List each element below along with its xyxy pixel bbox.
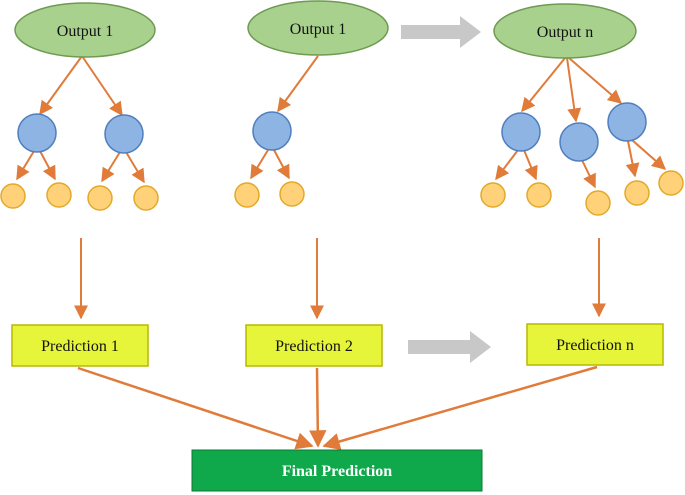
tree-2-edge [273, 149, 290, 180]
continuation-arrow-bottom [408, 331, 491, 363]
tree-1-leaf-node [133, 185, 159, 211]
tree-n-edge [631, 139, 667, 170]
tree-n-edge [521, 57, 566, 113]
aggregation-arrow [322, 365, 598, 451]
tree-2-leaf-node [279, 181, 305, 207]
tree-1-edge [39, 150, 56, 181]
prediction-2-box [245, 324, 383, 367]
tree-2-root-node [247, 0, 389, 56]
prediction-2-label: Prediction 2 [275, 338, 353, 355]
aggregation-arrows [77, 365, 598, 451]
tree-1-edge [125, 151, 145, 184]
tree-1-leaf-node [87, 185, 113, 211]
tree-1-root-node [14, 2, 156, 58]
aggregation-arrow [77, 366, 314, 450]
tree-2-leaf-node [234, 182, 260, 208]
tree-1-edge [81, 55, 123, 117]
prediction-1-label: Prediction 1 [41, 338, 119, 355]
prediction-n-label: Prediction n [556, 337, 634, 354]
tree-n-root-node [493, 3, 637, 59]
aggregation-arrow [309, 367, 327, 448]
tree-n-output-label: Output n [537, 24, 593, 41]
tree-1-internal-node [17, 113, 57, 153]
tree-1-leaf-node [46, 182, 72, 208]
prediction-n-box [526, 323, 664, 366]
tree-1-internal-node [104, 114, 144, 154]
tree-1-output-label: Output 1 [57, 23, 113, 40]
tree-n-internal-node [559, 122, 599, 162]
tree-n-edge [495, 149, 519, 181]
tree-2-edge [277, 55, 319, 113]
tree-n-leaf-node [526, 182, 552, 208]
tree-n-internal-node [607, 102, 647, 142]
final-prediction-box [191, 449, 483, 492]
tree-2: Output 1 Prediction 2 [234, 0, 389, 367]
tree-n-edge [568, 57, 623, 104]
tree-n-internal-node [501, 112, 541, 152]
tree-n-leaf-node [480, 182, 506, 208]
tree-1: Output 1 Prediction 1 [0, 2, 159, 367]
tree-n-edge [581, 159, 596, 189]
tree-n-leaf-node [585, 190, 611, 216]
tree-n-edge [566, 57, 582, 123]
prediction-1-box [11, 324, 149, 367]
tree-1-edge [39, 55, 83, 116]
tree-1-leaf-node [0, 183, 26, 209]
final-prediction-label: Final Prediction [282, 463, 392, 480]
tree-2-edge [250, 149, 269, 180]
tree-n-edge [625, 140, 640, 178]
tree-n: Output n Prediction n [480, 3, 684, 366]
continuation-arrow-top [401, 16, 481, 48]
tree-1-edge [16, 150, 35, 181]
tree-1-edge [101, 151, 121, 183]
tree-n-leaf-node [624, 180, 650, 206]
tree-2-internal-node [252, 111, 292, 151]
tree-2-output-label: Output 1 [290, 21, 346, 38]
tree-n-leaf-node [658, 170, 684, 196]
tree-n-edge [523, 149, 538, 181]
